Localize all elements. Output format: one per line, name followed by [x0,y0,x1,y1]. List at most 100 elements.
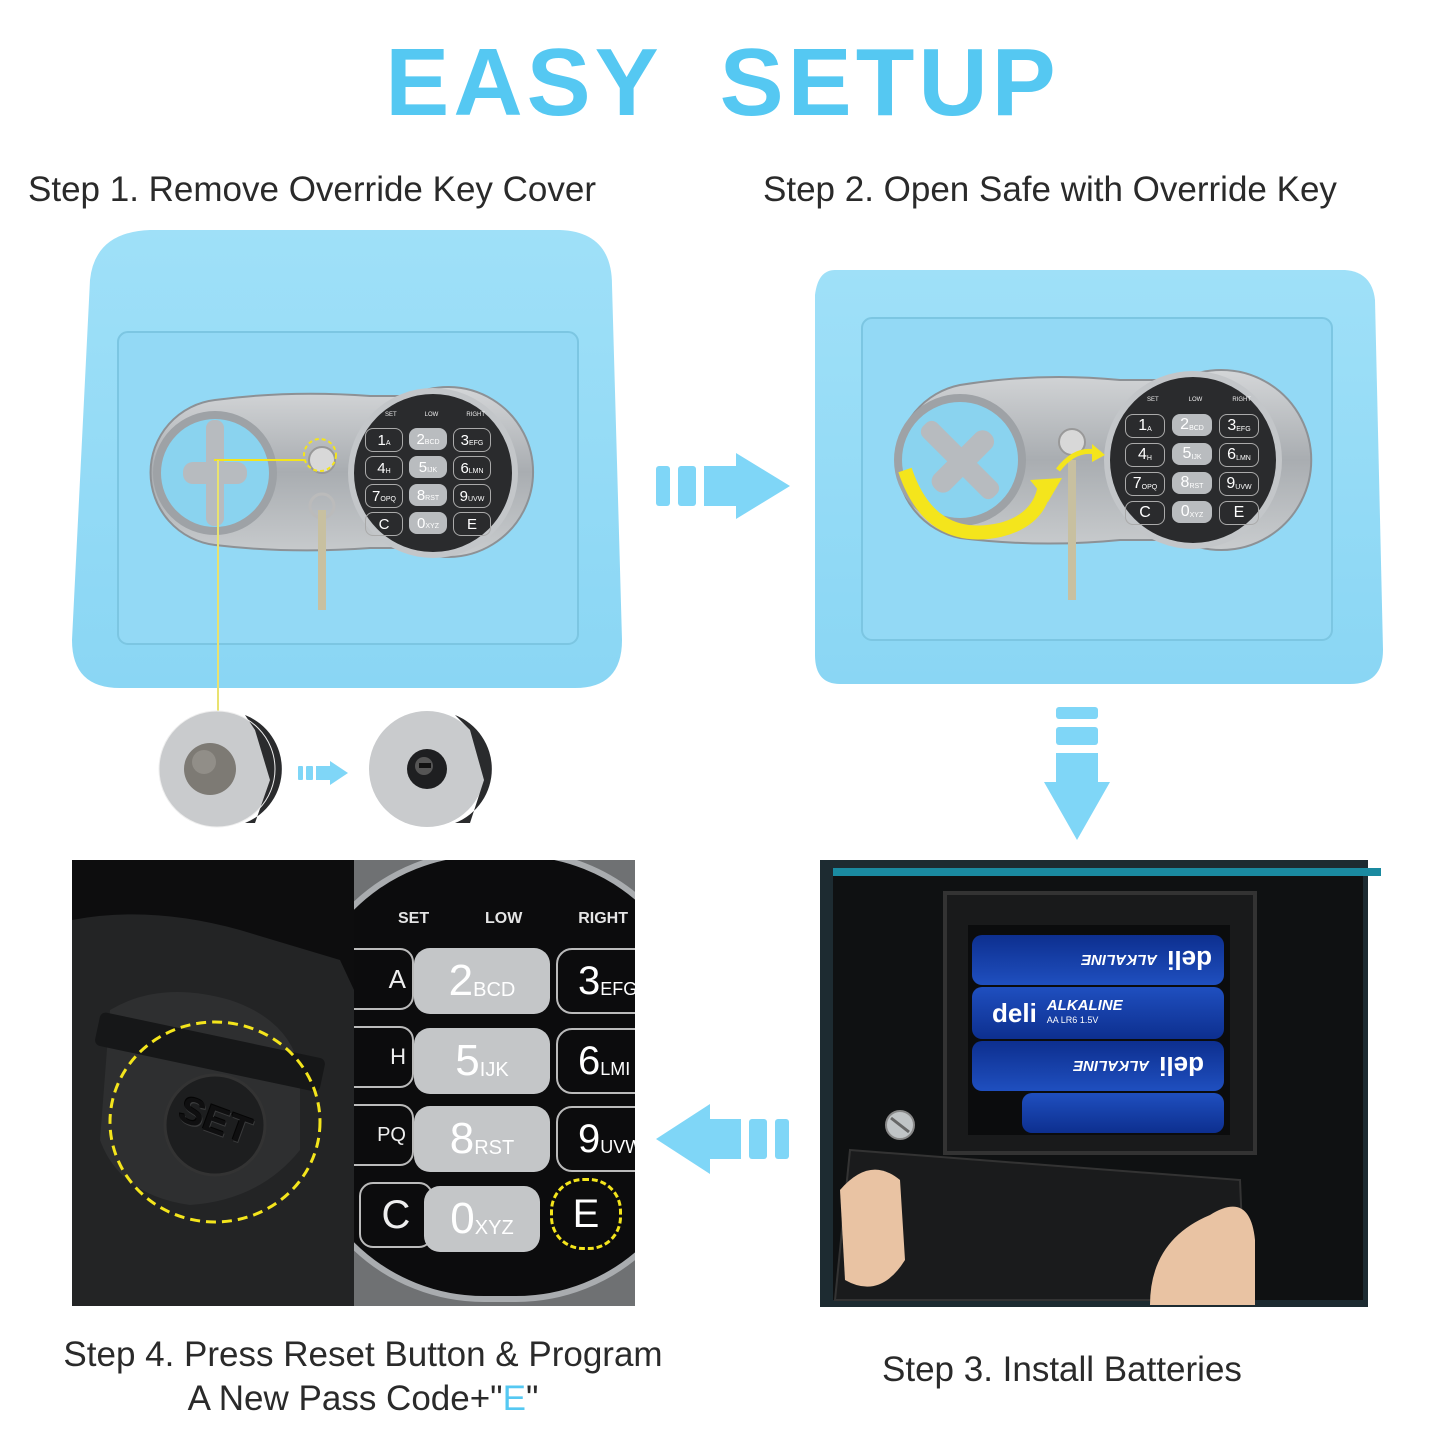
keypad-key-letters: XYZ [1189,511,1204,519]
keypad-key-digit: E [466,515,477,533]
arrow-right-icon [656,453,790,519]
keypad-label-set: SET [385,412,397,418]
keypad-key-digit: 5 [418,458,428,476]
keypad-key-digit: 0 [417,514,426,532]
step-4-line1: Step 4. Press Reset Button & Program [63,1335,663,1374]
zoom-key-6-digit: 6 [578,1038,601,1083]
zoom-key-2-letters: BCD [473,978,516,1001]
battery-size: AA LR6 1.5V [1046,1015,1099,1025]
zoom-key-e: E [550,1178,622,1250]
keypad-key-letters: BCD [424,438,440,446]
zoom-key-a-label: A [388,963,406,994]
keypad-key-e: E [1219,501,1259,525]
battery-spec: ALKALINE AA LR6 1.5V [1046,997,1123,1027]
battery-cover [833,1148,1247,1301]
battery-type: ALKALINE [1073,1057,1150,1075]
small-arrow-icon [298,761,348,785]
keypad-key-digit: C [378,515,390,533]
safe-1-body [72,230,622,760]
keypad-key-digit: 8 [416,486,426,504]
zoom-key-pq: PQ [354,1104,414,1166]
step-2-caption: Step 2. Open Safe with Override Key [763,170,1337,209]
zoom-key-3-digit: 3 [578,958,601,1003]
keypad-label-low: LOW [1188,397,1203,403]
zoom-label-set: SET [398,910,430,927]
cover-closed-detail [158,710,282,828]
keypad-key-digit: 1 [1138,417,1148,434]
keypad-key-letters: H [1146,454,1152,462]
keypad-2-labels: SET LOW RIGHT [1147,397,1251,403]
keypad-key-letters: H [385,467,391,475]
keypad-key-letters: XYZ [425,522,439,530]
zoom-key-0-letters: XYZ [474,1216,514,1239]
battery-type: ALKALINE [1046,997,1123,1014]
zoom-key-pq-label: PQ [377,1123,406,1146]
keypad-key-digit: 3 [460,431,469,449]
keypad-key-letters: LMN [468,467,484,475]
keypad-key-digit: 2 [1180,416,1190,433]
battery-1: deli ALKALINE [972,935,1224,985]
cover-open-detail [369,711,492,827]
zoom-key-8-letters: RST [474,1136,515,1159]
keypad-label-right: RIGHT [466,412,485,418]
keypad-key-letters: LMN [1236,454,1251,462]
keypad-key-digit: 0 [1180,503,1190,520]
keypad-key-digit: 2 [416,430,425,448]
safe-2-body [815,270,1383,684]
arrow-down-icon [1044,707,1110,840]
keypad-key-letters: EFG [1236,425,1251,433]
keypad-key-digit: 4 [377,459,386,477]
keypad-key-digit: 6 [1227,446,1237,463]
keypad-label-set: SET [1147,397,1159,403]
thumb-right [1150,1206,1255,1305]
keypad-key-digit: 6 [460,459,469,477]
keypad-key-c: C [365,512,403,536]
keypad-key-letters: A [385,439,391,447]
keypad-key-letters: A [1147,425,1152,433]
step-4-e-highlight: E [502,1379,526,1418]
keypad-key-letters: OPQ [1141,483,1158,491]
keypad-key-letters: BCD [1189,424,1204,432]
keypad-key-digit: C [1139,504,1151,521]
step-4-caption: Step 4. Press Reset Button & Program A N… [18,1333,708,1421]
reset-button-label: SET [173,1088,258,1154]
battery-brand: deli [1167,945,1212,976]
zoom-key-e-label: E [572,1191,600,1236]
battery-brand: deli [1159,1051,1204,1082]
zoom-key-c-label: C [381,1192,411,1237]
keypad-key-digit: 3 [1227,417,1237,434]
keypad-key-letters: RST [425,494,440,502]
keypad-key-digit: 5 [1182,445,1192,462]
keypad-label-low: LOW [424,412,439,418]
keypad-key-letters: RST [1189,482,1204,490]
zoom-key-6-letters: LMI [600,1058,631,1079]
keypad-key-digit: 4 [1138,446,1147,463]
zoom-label-row: SET LOW RIGHT [398,910,628,928]
thumb-left [840,1169,905,1287]
